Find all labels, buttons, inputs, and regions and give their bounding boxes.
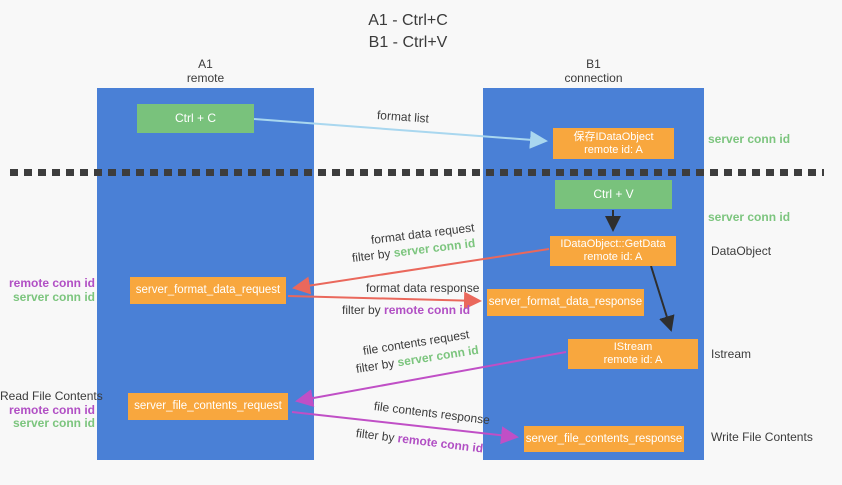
node-getdata-line2: remote id: A bbox=[583, 251, 643, 263]
column-header-a1: A1 remote bbox=[97, 57, 314, 85]
label-filter-by-remote-conn-id-2: filter by remote conn id bbox=[355, 426, 484, 456]
label-format-data-response: format data response bbox=[366, 281, 480, 295]
filter-by-text: filter by bbox=[342, 303, 381, 317]
node-ctrl-v-label: Ctrl + V bbox=[593, 187, 634, 201]
node-istream-line2: remote id: A bbox=[603, 354, 663, 366]
column-b1-name: B1 bbox=[586, 57, 601, 71]
node-server-file-contents-request: server_file_contents_request bbox=[128, 393, 288, 420]
node-istream: IStream remote id: A bbox=[568, 339, 698, 369]
diagram-title: A1 - Ctrl+C B1 - Ctrl+V bbox=[288, 10, 528, 54]
label-read-file-contents: Read File Contents bbox=[0, 389, 103, 403]
node-getdata-line1: IDataObject::GetData bbox=[560, 238, 666, 250]
label-istream: Istream bbox=[711, 347, 752, 361]
column-b1-subtitle: connection bbox=[564, 71, 623, 85]
column-a1-name: A1 bbox=[198, 57, 213, 71]
node-ctrl-v: Ctrl + V bbox=[555, 180, 672, 209]
node-file-request-label: server_file_contents_request bbox=[134, 400, 282, 412]
label-write-file-contents: Write File Contents bbox=[711, 430, 813, 444]
left-conn-id-stack-1: remote conn id server conn id bbox=[0, 276, 95, 304]
node-idataobject-getdata: IDataObject::GetData remote id: A bbox=[550, 236, 676, 266]
label-format-list: format list bbox=[376, 108, 430, 126]
node-format-response-label: server_format_data_response bbox=[488, 296, 643, 308]
title-line-2: B1 - Ctrl+V bbox=[368, 34, 448, 51]
label-server-conn-id-right-top: server conn id bbox=[708, 132, 791, 146]
node-server-format-data-response: server_format_data_response bbox=[487, 289, 644, 316]
node-istream-line1: IStream bbox=[613, 341, 653, 353]
node-file-response-label: server_file_contents_response bbox=[525, 432, 683, 445]
arrow-format-data-response bbox=[287, 291, 482, 310]
filter-by-text: filter by bbox=[351, 246, 392, 265]
remote-conn-id-text: remote conn id bbox=[396, 431, 484, 456]
filter-by-text: filter by bbox=[354, 356, 396, 376]
column-a1-subtitle: remote bbox=[186, 71, 225, 85]
phase-divider-dotted-line bbox=[10, 169, 824, 176]
label-remote-conn-id-left-1: remote conn id bbox=[8, 276, 95, 290]
node-ctrl-c-label: Ctrl + C bbox=[174, 111, 216, 125]
label-server-conn-id-right-mid: server conn id bbox=[708, 210, 791, 224]
node-ctrl-c: Ctrl + C bbox=[137, 104, 254, 133]
node-server-file-contents-response: server_file_contents_response bbox=[524, 426, 684, 452]
node-save-idataobject-line1: 保存IDataObject bbox=[573, 130, 654, 143]
node-format-request-label: server_format_data_request bbox=[135, 284, 281, 296]
column-header-b1: B1 connection bbox=[483, 57, 704, 85]
label-remote-conn-id-left-2: remote conn id bbox=[8, 402, 95, 417]
node-save-idataobject-line2: remote id: A bbox=[584, 143, 643, 156]
node-server-format-data-request: server_format_data_request bbox=[130, 277, 286, 304]
title-line-1: A1 - Ctrl+C bbox=[368, 12, 448, 29]
label-server-conn-id-left-1: server conn id bbox=[12, 289, 95, 304]
label-file-contents-response: file contents response bbox=[373, 399, 491, 428]
node-save-idataobject: 保存IDataObject remote id: A bbox=[553, 128, 674, 159]
label-filter-by-remote-conn-id-1: filter by remote conn id bbox=[342, 303, 470, 317]
label-dataobject: DataObject bbox=[711, 244, 772, 258]
label-server-conn-id-left-2: server conn id bbox=[12, 416, 95, 430]
remote-conn-id-text: remote conn id bbox=[384, 303, 471, 317]
filter-by-text: filter by bbox=[355, 426, 396, 445]
left-conn-id-stack-2: Read File Contents remote conn id server… bbox=[0, 389, 103, 431]
